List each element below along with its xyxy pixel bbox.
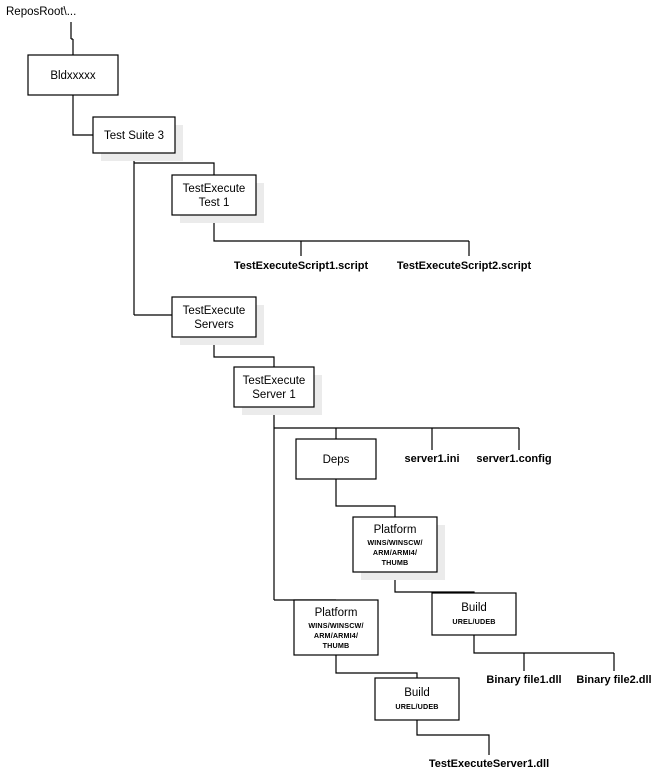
node-platform-a[interactable]: Platform WINS/WINSCW/ ARM/ARMI4/ THUMB (352, 516, 438, 573)
node-test-suite-3-box[interactable] (92, 116, 176, 154)
node-testexecute-server-1-label: TestExecute (243, 375, 306, 387)
node-testexecute-test-1-sublabel: Test 1 (199, 197, 230, 209)
node-build-b-box[interactable] (374, 677, 460, 721)
leaf-testexecutescript2: TestExecuteScript2.script (397, 260, 532, 272)
node-build-b-label: Build (404, 687, 430, 699)
leaf-testexecuteserver1-dll: TestExecuteServer1.dll (429, 758, 549, 770)
node-testexecute-test-1-box[interactable] (171, 174, 257, 216)
node-deps-label: Deps (323, 454, 350, 466)
node-platform-b-sub-line-1: WINS/WINSCW/ (308, 621, 363, 630)
leaf-testexecutescript1: TestExecuteScript1.script (234, 260, 369, 272)
node-testexecute-test-1-label: TestExecute (183, 183, 246, 195)
node-layer: Bldxxxxx Test Suite 3 TestExecute Test 1… (27, 54, 517, 721)
leaf-binary-file1: Binary file1.dll (486, 674, 561, 686)
node-testexecute-servers-sublabel: Servers (194, 319, 234, 331)
node-deps-box[interactable] (295, 438, 377, 480)
shadow-layer (101, 125, 445, 580)
connector-testsuite-to-test1 (134, 162, 215, 175)
node-test-suite-3[interactable]: Test Suite 3 (92, 116, 176, 154)
connector-build-a-bus (473, 635, 614, 654)
node-build-a-sublabel: UREL/UDEB (452, 617, 495, 626)
connector-bld-to-testsuite (72, 95, 93, 136)
node-platform-b-sub-line-3: THUMB (323, 641, 350, 650)
node-platform-b-box[interactable] (293, 599, 379, 656)
node-testexecute-servers-box[interactable] (171, 296, 257, 338)
root-label: ReposRoot\... (6, 6, 76, 18)
leaf-server1-config: server1.config (476, 453, 551, 465)
node-testexecute-server-1-box[interactable] (233, 366, 315, 408)
node-testexecute-servers-label: TestExecute (183, 305, 246, 317)
node-bld[interactable]: Bldxxxxx (27, 54, 119, 96)
leaf-server1-ini: server1.ini (404, 453, 459, 465)
connector-servers-to-server1 (213, 337, 275, 367)
node-testexecute-server-1-sublabel: Server 1 (252, 389, 295, 401)
connector-platform-b-to-build-b (335, 655, 418, 678)
node-test-suite-3-label: Test Suite 3 (104, 130, 164, 142)
connector-build-b-to-dll (416, 720, 490, 755)
node-platform-a-sub-line-3: THUMB (382, 558, 409, 567)
node-build-a-box[interactable] (431, 592, 517, 636)
node-platform-a-label: Platform (374, 524, 417, 536)
node-platform-b[interactable]: Platform WINS/WINSCW/ ARM/ARMI4/ THUMB (293, 599, 379, 656)
node-platform-a-box[interactable] (352, 516, 438, 573)
node-deps[interactable]: Deps (295, 438, 377, 480)
node-platform-b-label: Platform (315, 607, 358, 619)
node-build-a-label: Build (461, 602, 487, 614)
node-testexecute-servers[interactable]: TestExecute Servers (171, 296, 257, 338)
node-bld-box[interactable] (27, 54, 119, 96)
node-build-b[interactable]: Build UREL/UDEB (374, 677, 460, 721)
connector-test1-bus (213, 215, 469, 242)
leaf-layer: TestExecuteScript1.script TestExecuteScr… (234, 260, 652, 770)
leaf-binary-file2: Binary file2.dll (576, 674, 651, 686)
node-platform-a-sub-line-1: WINS/WINSCW/ (367, 538, 422, 547)
connector-deps-to-platform-a (335, 479, 396, 517)
node-testexecute-server-1[interactable]: TestExecute Server 1 (233, 366, 315, 408)
node-testexecute-test-1[interactable]: TestExecute Test 1 (171, 174, 257, 216)
node-bld-label: Bldxxxxx (50, 70, 96, 82)
node-build-b-sublabel: UREL/UDEB (395, 702, 438, 711)
node-platform-b-sub-line-2: ARM/ARMI4/ (314, 631, 358, 640)
node-platform-a-sub-line-2: ARM/ARMI4/ (373, 548, 417, 557)
node-build-a[interactable]: Build UREL/UDEB (431, 592, 517, 636)
